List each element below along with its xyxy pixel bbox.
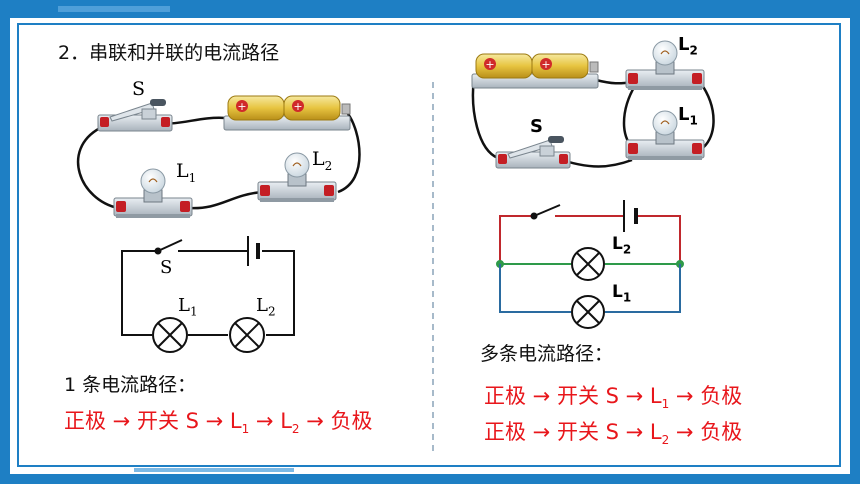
parallel-battery-photo bbox=[471, 53, 599, 89]
parallel-schematic bbox=[496, 200, 684, 329]
parallel-current-path-1: 正极 → 开关 S → L1 → 负极 bbox=[484, 384, 743, 412]
parallel-lamp2-symbol bbox=[571, 247, 605, 281]
series-photo-lamp1-label: L1 bbox=[176, 160, 197, 185]
parallel-schematic-lamp2-label: L2 bbox=[612, 234, 632, 257]
series-battery-photo bbox=[223, 95, 351, 131]
parallel-current-path-2: 正极 → 开关 S → L2 → 负极 bbox=[484, 420, 743, 448]
series-path-count-label: 1 条电流路径： bbox=[64, 374, 197, 396]
parallel-schematic-lamp1-label: L1 bbox=[612, 282, 632, 305]
series-lamp2-symbol bbox=[229, 317, 265, 353]
parallel-switch-photo bbox=[495, 135, 571, 169]
parallel-photo-switch-label: S bbox=[530, 116, 543, 137]
parallel-photo-lamp1-label: L1 bbox=[678, 104, 698, 128]
series-schematic bbox=[121, 236, 295, 353]
parallel-lamp1-symbol bbox=[571, 295, 605, 329]
series-switch-photo bbox=[97, 98, 173, 132]
parallel-photo-circuit bbox=[471, 40, 715, 169]
section-title: 2．串联和并联的电流路径 bbox=[58, 42, 280, 64]
series-photo-circuit bbox=[76, 95, 361, 219]
series-schematic-lamp2-label: L2 bbox=[256, 295, 276, 319]
series-lamp1-symbol bbox=[152, 317, 188, 353]
parallel-path-count-label: 多条电流路径： bbox=[480, 343, 614, 365]
series-photo-switch-label: S bbox=[132, 78, 146, 100]
series-schematic-switch-label: S bbox=[160, 257, 173, 278]
series-schematic-lamp1-label: L1 bbox=[178, 295, 198, 319]
parallel-photo-lamp2-label: L2 bbox=[678, 34, 698, 58]
series-current-path: 正极 → 开关 S → L1 → L2 → 负极 bbox=[64, 409, 373, 437]
series-photo-lamp2-label: L2 bbox=[312, 148, 333, 173]
